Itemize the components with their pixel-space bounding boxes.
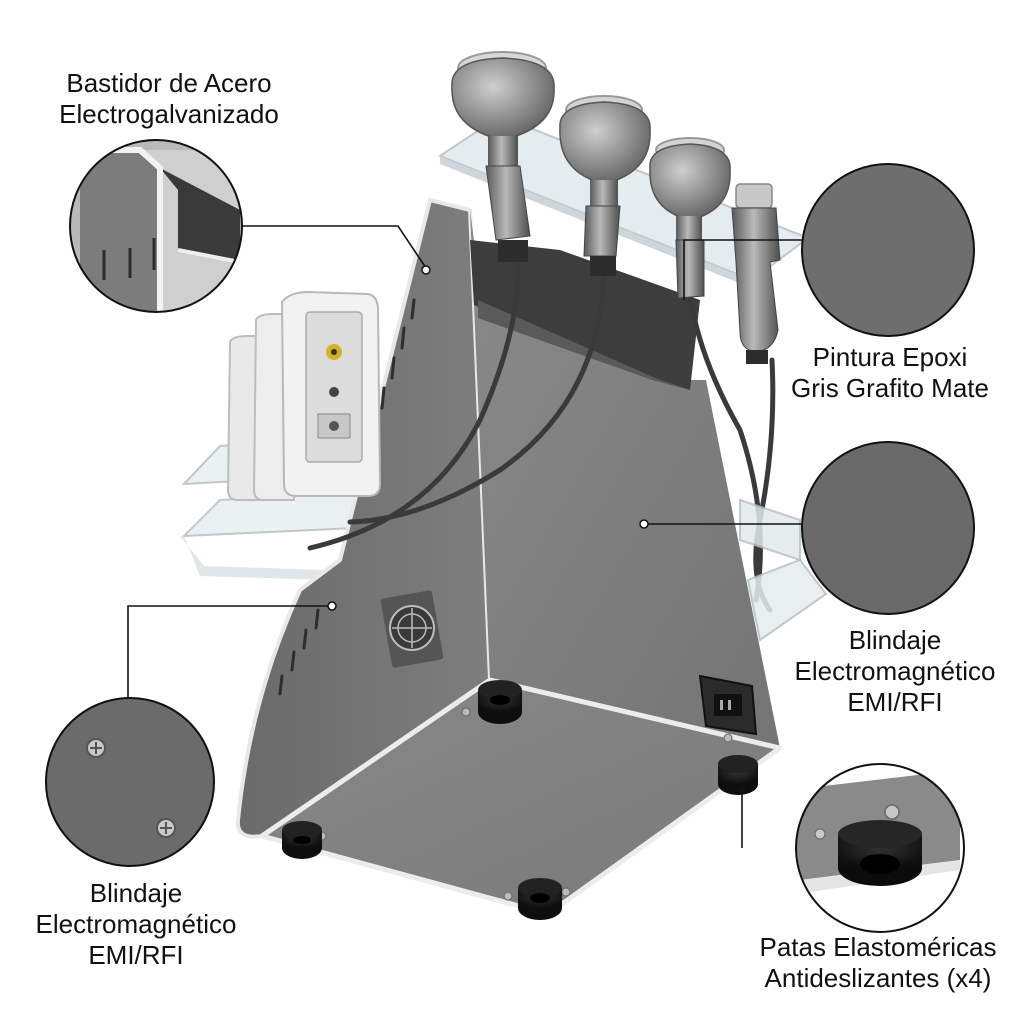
- power-inlet: [698, 674, 758, 736]
- label-frame-line1: Bastidor de Acero: [66, 68, 272, 98]
- label-paint: Pintura Epoxi Gris Grafito Mate: [760, 342, 1020, 404]
- handpiece-4: [731, 183, 781, 364]
- label-shield-right: Blindaje Electromagnético EMI/RFI: [770, 625, 1020, 718]
- fan-grille: [380, 590, 444, 668]
- zoom-shield-right-detail: [801, 441, 975, 615]
- rubber-feet: [282, 680, 758, 920]
- leader-lines: [127, 225, 802, 848]
- label-shield-right-line1: Blindaje: [848, 625, 942, 655]
- zoom-frame-detail: [69, 139, 243, 313]
- label-shield-right-line3: EMI/RFI: [847, 687, 943, 717]
- leader-dot: [327, 601, 337, 611]
- label-feet-line2: Antideslizantes (x4): [764, 963, 992, 993]
- label-shield-right-line2: Electromagnético: [794, 656, 996, 686]
- zoom-paint-detail: [801, 163, 975, 337]
- leader-dot: [421, 265, 431, 275]
- handpiece-1: [451, 51, 555, 262]
- zoom-shield-left-detail: [45, 697, 215, 867]
- label-feet-line1: Patas Elastoméricas: [759, 932, 997, 962]
- zoom-feet-detail: [795, 763, 965, 933]
- handpiece-2: [559, 95, 651, 276]
- label-shield-left: Blindaje Electromagnético EMI/RFI: [6, 878, 266, 971]
- handpiece-3: [649, 137, 731, 299]
- label-paint-line1: Pintura Epoxi: [812, 342, 968, 372]
- device-body: [235, 198, 783, 920]
- leader-dot: [639, 519, 649, 529]
- handpiece-cables: [307, 259, 776, 613]
- label-shield-left-line1: Blindaje: [89, 878, 183, 908]
- label-shield-left-line3: EMI/RFI: [88, 940, 184, 970]
- treatment-pads: [226, 290, 382, 501]
- handpieces: [451, 51, 781, 364]
- side-rack: [739, 498, 828, 642]
- label-shield-left-line2: Electromagnético: [35, 909, 237, 939]
- label-feet: Patas Elastoméricas Antideslizantes (x4): [738, 932, 1018, 994]
- label-paint-line2: Gris Grafito Mate: [791, 373, 989, 403]
- leader-dot: [738, 786, 746, 794]
- label-frame: Bastidor de Acero Electrogalvanizado: [34, 68, 304, 130]
- label-frame-line2: Electrogalvanizado: [59, 99, 279, 129]
